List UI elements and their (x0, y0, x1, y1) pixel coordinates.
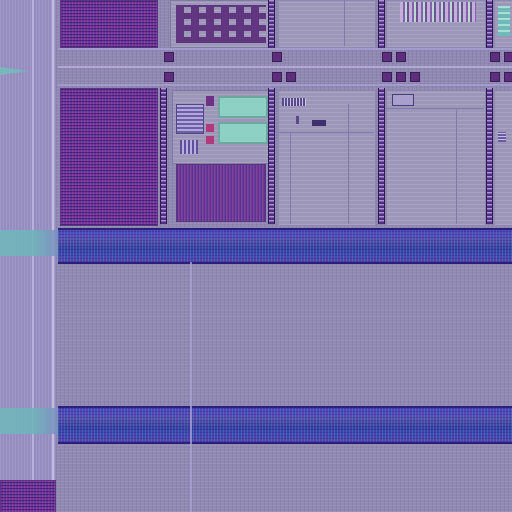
lower-field-texture (58, 442, 512, 512)
tiny-structure (282, 98, 306, 106)
routing-area-3 (494, 90, 512, 226)
green-panel-lower (218, 122, 268, 144)
teal-arrow-marker (0, 67, 28, 75)
colorful-cell-cluster (400, 2, 476, 22)
horizontal-line (58, 48, 512, 50)
vertical-rail-2 (268, 88, 275, 224)
logic-block-mid-left (60, 88, 158, 226)
small-red-cell (206, 96, 214, 106)
horizontal-line (58, 84, 512, 86)
pad (164, 52, 174, 62)
logic-block-bottom-left (0, 480, 56, 512)
thin-route (348, 104, 349, 224)
thin-route (386, 108, 484, 109)
thin-route (344, 0, 345, 46)
pad (286, 72, 296, 82)
tiny-structure (312, 120, 326, 126)
stripe-block (176, 104, 204, 134)
pad (272, 52, 282, 62)
pad (382, 72, 392, 82)
thin-route (290, 132, 291, 224)
pad (410, 72, 420, 82)
horizontal-band-lower (58, 406, 512, 444)
tiny-structure (498, 132, 506, 142)
small-red-cell (206, 136, 214, 144)
vertical-rail-4-top (486, 0, 493, 48)
vertical-rail-3-top (378, 0, 385, 48)
stripe-cell (180, 140, 198, 154)
pad-array-top-cells (176, 5, 266, 43)
left-edge-line (52, 0, 54, 512)
vertical-rail-1 (160, 88, 167, 224)
lower-field-texture (58, 262, 512, 406)
logic-block-center-lower (176, 164, 266, 222)
teal-band-lower (0, 408, 58, 434)
teal-band-upper (0, 230, 58, 256)
left-vertical-line (32, 0, 34, 512)
pad (272, 72, 282, 82)
vertical-rail-2-top (268, 0, 275, 48)
pad (504, 52, 512, 62)
teal-cells (498, 6, 510, 36)
vertical-rail-3 (378, 88, 385, 224)
pad (396, 52, 406, 62)
vertical-guide-line (190, 262, 192, 512)
small-red-cell (206, 124, 214, 132)
vertical-rail-4 (486, 88, 493, 224)
routing-area-top-1 (278, 0, 376, 48)
routing-area-1 (278, 90, 376, 226)
horizontal-line (58, 66, 512, 68)
logic-block-top-left (60, 0, 158, 48)
pad (396, 72, 406, 82)
tiny-structure (296, 116, 299, 124)
pad (490, 52, 500, 62)
pad (164, 72, 174, 82)
horizontal-band-upper (58, 228, 512, 264)
tiny-structure (392, 94, 414, 106)
routing-area-2 (386, 90, 486, 226)
thin-route (456, 108, 457, 224)
pad (504, 72, 512, 82)
green-panel-upper (218, 96, 268, 118)
pad (382, 52, 392, 62)
thin-route (278, 132, 374, 133)
pad (490, 72, 500, 82)
